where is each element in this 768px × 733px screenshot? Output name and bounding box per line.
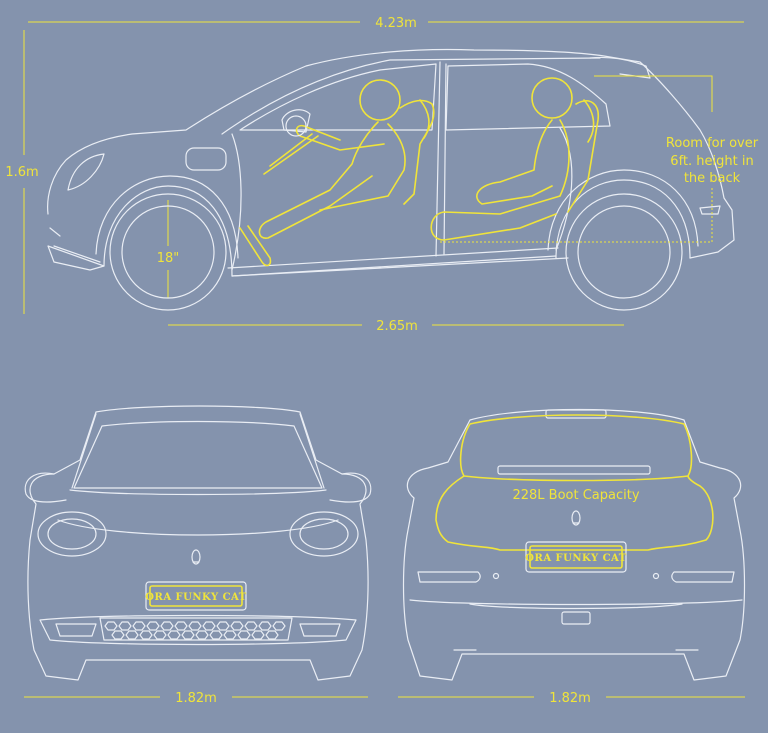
length-dimension: 4.23m — [28, 16, 744, 31]
rear-left-taillight — [417, 571, 481, 583]
wheel-size-dimension: 18" — [157, 200, 180, 298]
side-windows — [239, 63, 437, 131]
length-label: 4.23m — [375, 16, 417, 31]
boot-glass-outline — [459, 414, 693, 482]
headroom-note-line2: 6ft. height in — [670, 154, 753, 169]
height-label: 1.6m — [5, 165, 38, 180]
headroom-note-line3: the back — [684, 171, 741, 186]
front-left-headlight — [37, 511, 107, 557]
front-right-headlight — [289, 511, 359, 557]
rear-body-outline — [402, 408, 746, 681]
height-dimension: 1.6m — [5, 30, 39, 314]
front-windshield — [73, 420, 323, 489]
rear-right-taillight — [671, 571, 735, 583]
front-occupant-figure — [239, 79, 435, 267]
rear-wheel — [565, 193, 683, 311]
boot-capacity-label: 228L Boot Capacity — [512, 488, 639, 503]
rear-width-dimension: 1.82m — [398, 691, 745, 706]
front-plate-text: ORA FUNKY CAT — [145, 592, 246, 603]
front-logo-icon — [191, 549, 201, 565]
front-body-outline — [27, 405, 369, 681]
front-license-plate — [145, 581, 247, 611]
rear-view: 228L Boot Capacity ORA FUNKY CAT — [402, 408, 746, 681]
wheelbase-dimension: 2.65m — [168, 319, 624, 334]
front-width-label: 1.82m — [175, 691, 217, 706]
boot-outline — [435, 475, 714, 551]
rear-occupant-figure — [430, 77, 600, 241]
wheelbase-label: 2.65m — [376, 319, 418, 334]
front-grille — [99, 617, 293, 641]
side-view: Room for over 6ft. height in the back — [47, 48, 759, 311]
rear-width-label: 1.82m — [549, 691, 591, 706]
front-width-dimension: 1.82m — [24, 691, 368, 706]
front-wheel — [109, 193, 227, 311]
rear-plate-text: ORA FUNKY CAT — [525, 553, 626, 564]
front-view: ORA FUNKY CAT — [24, 405, 372, 681]
rear-license-plate — [525, 541, 627, 573]
headroom-note-line1: Room for over — [666, 136, 759, 151]
rear-logo-icon — [571, 510, 581, 526]
wheel-size-label: 18" — [157, 251, 180, 266]
